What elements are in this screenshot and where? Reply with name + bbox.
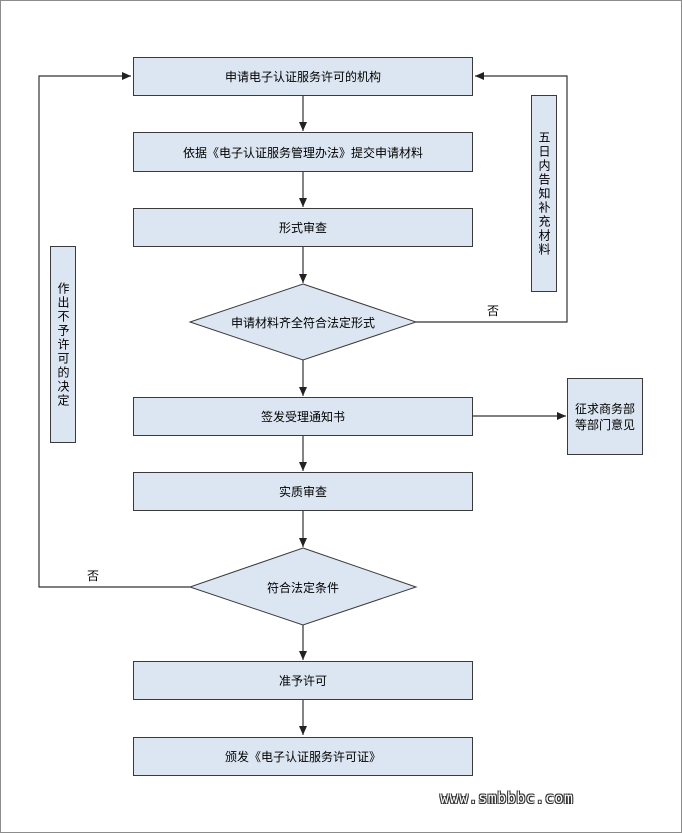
decision-formal-label: 申请材料齐全符合法定形式 xyxy=(230,316,375,330)
step-issue-notice-label: 签发受理通知书 xyxy=(260,410,345,424)
step-formal-review: 形式审查 xyxy=(133,208,473,247)
decision-diamond-legal xyxy=(188,547,418,626)
step-submit-materials-label: 依据《电子认证服务管理办法》提交申请材料 xyxy=(182,145,423,160)
label-no-right: 否 xyxy=(487,304,500,318)
step-apply-org-label: 申请电子认证服务许可的机构 xyxy=(224,70,381,84)
step-approve-label: 准予许可 xyxy=(278,674,327,688)
side-deny-label: 作出不予许可的决定 xyxy=(56,281,70,408)
step-formal-review-label: 形式审查 xyxy=(278,221,327,235)
arrow-no-deny xyxy=(38,72,190,588)
arrow-no-supplement xyxy=(416,72,568,323)
side-consult-box: 征求商务部等部门意见 xyxy=(567,378,643,455)
watermark-text: www.smbbbc.com xyxy=(440,789,574,807)
label-no-left: 否 xyxy=(87,569,100,583)
side-supplement-box: 五日内告知补充材料 xyxy=(531,95,557,292)
decision-diamond-formal xyxy=(188,283,418,361)
side-deny-box: 作出不予许可的决定 xyxy=(50,246,76,443)
side-supplement-label: 五日内告知补充材料 xyxy=(537,130,551,257)
step-issue-license-label: 颁发《电子认证服务许可证》 xyxy=(224,750,381,764)
step-substantive-review: 实质审查 xyxy=(133,472,473,511)
step-submit-materials: 依据《电子认证服务管理办法》提交申请材料 xyxy=(133,132,473,172)
step-apply-org: 申请电子认证服务许可的机构 xyxy=(133,57,473,96)
step-approve: 准予许可 xyxy=(133,661,473,700)
step-issue-notice: 签发受理通知书 xyxy=(133,397,473,436)
side-consult-label: 征求商务部等部门意见 xyxy=(574,401,635,432)
step-issue-license: 颁发《电子认证服务许可证》 xyxy=(133,737,473,776)
step-substantive-review-label: 实质审查 xyxy=(278,485,327,499)
decision-legal-label: 符合法定条件 xyxy=(266,581,339,595)
